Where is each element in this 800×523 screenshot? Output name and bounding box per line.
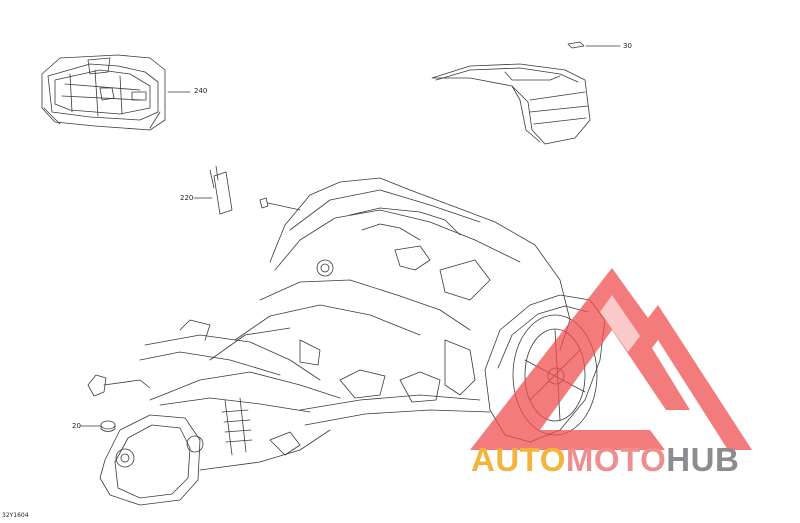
callout-30: 30	[623, 42, 632, 50]
callout-240: 240	[194, 87, 208, 95]
watermark-word-hub: HUB	[666, 441, 740, 478]
watermark-text: AUTOMOTOHUB	[471, 443, 739, 476]
plug-part-drawing	[100, 420, 116, 432]
figure-id: 32Y1604	[2, 512, 29, 519]
callout-20: 20	[72, 422, 81, 430]
vehicle-frame-drawing	[87, 177, 606, 506]
watermark-word-auto: AUTO	[471, 441, 566, 478]
seat-part-drawing	[41, 54, 166, 131]
clip-part-drawing	[567, 41, 585, 49]
decal-part-drawing	[209, 165, 301, 215]
cover-part-drawing	[431, 63, 591, 145]
callout-220: 220	[180, 194, 194, 202]
watermark-logo-icon	[470, 268, 752, 450]
watermark-word-moto: MOTO	[565, 441, 667, 478]
